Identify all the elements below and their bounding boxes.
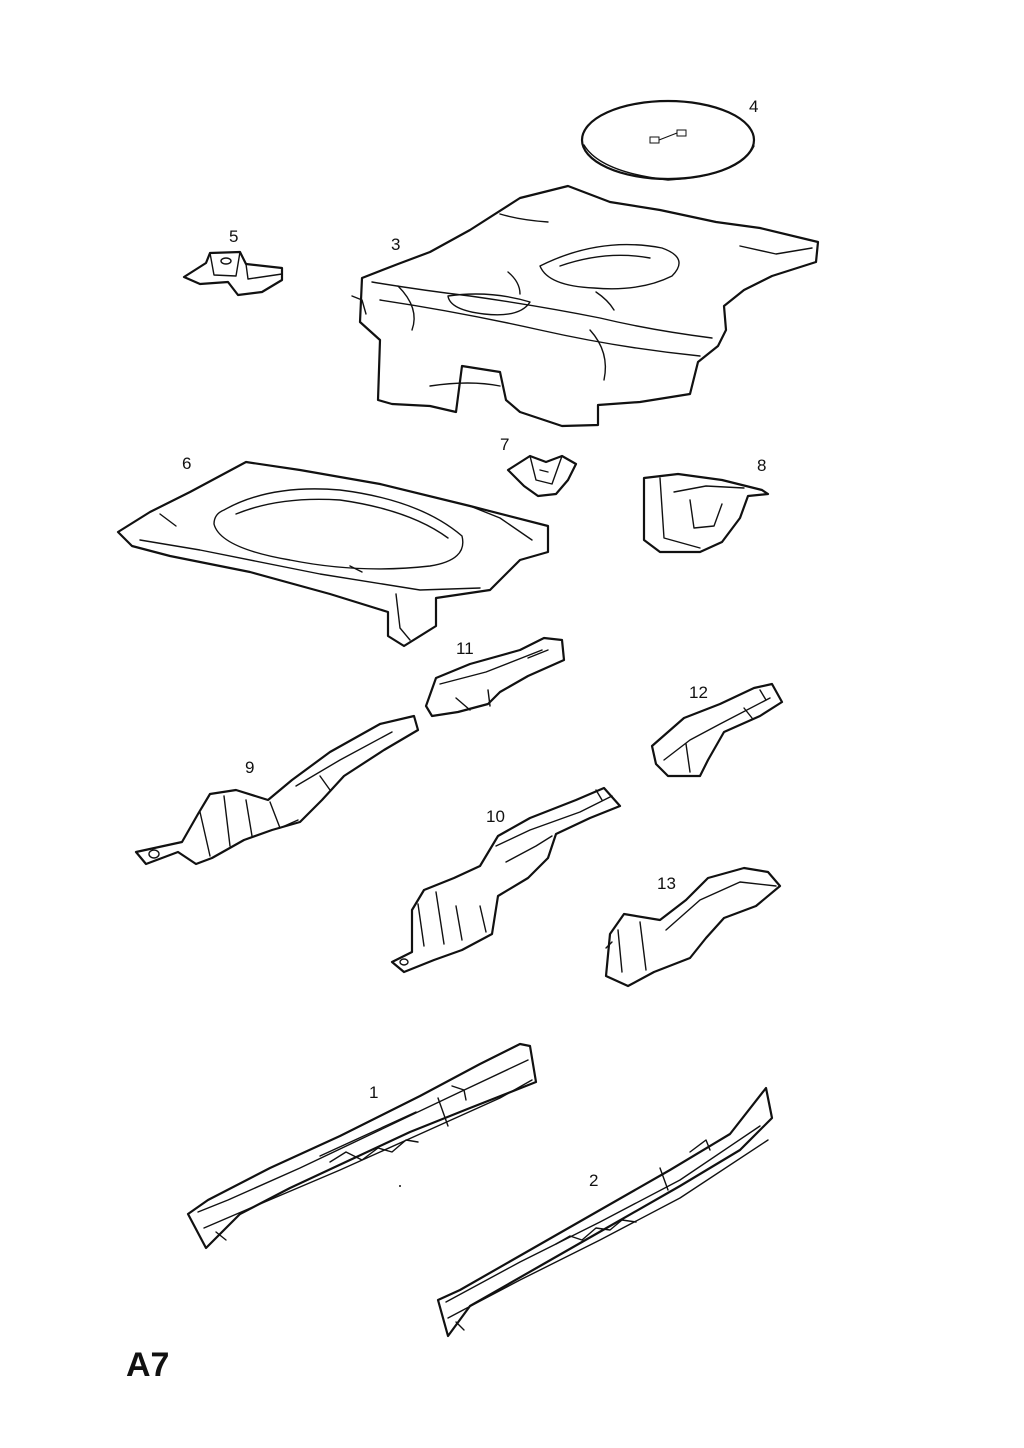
callout-part-10: 10 (486, 807, 505, 826)
callout-part-6: 6 (182, 454, 192, 473)
callout-part-1: 1 (369, 1083, 379, 1102)
callout-part-8: 8 (757, 456, 767, 475)
callout-part-5: 5 (229, 227, 239, 246)
part-3-rear-floor-panel[interactable] (351, 184, 820, 428)
callout-part-11: 11 (456, 639, 474, 658)
part-12-member-end[interactable] (650, 682, 784, 778)
part-6-boot-floor[interactable] (116, 460, 550, 648)
part-2-sill-rail[interactable] (436, 1086, 774, 1338)
part-10-longitudinal-member[interactable] (390, 786, 622, 974)
callout-part-2: 2 (589, 1171, 599, 1190)
callout-part-7: 7 (500, 435, 510, 454)
drawing-speck (399, 1185, 401, 1187)
callout-part-12: 12 (689, 683, 708, 702)
part-7-clip-bracket[interactable] (506, 454, 578, 498)
diagram-code-label: A7 (126, 1346, 170, 1384)
part-4-spare-wheel-cover[interactable] (580, 99, 756, 181)
part-5-bracket[interactable] (182, 250, 284, 297)
callout-part-13: 13 (657, 874, 676, 893)
callout-part-4: 4 (749, 97, 759, 116)
callout-part-9: 9 (245, 758, 255, 777)
part-11-rail[interactable] (424, 636, 566, 718)
part-13-member-end[interactable] (604, 866, 782, 988)
callout-part-3: 3 (391, 235, 401, 254)
part-1-sill-rail[interactable] (186, 1042, 538, 1250)
part-9-longitudinal-member[interactable] (134, 714, 420, 866)
part-8-corner-panel[interactable] (642, 472, 770, 554)
